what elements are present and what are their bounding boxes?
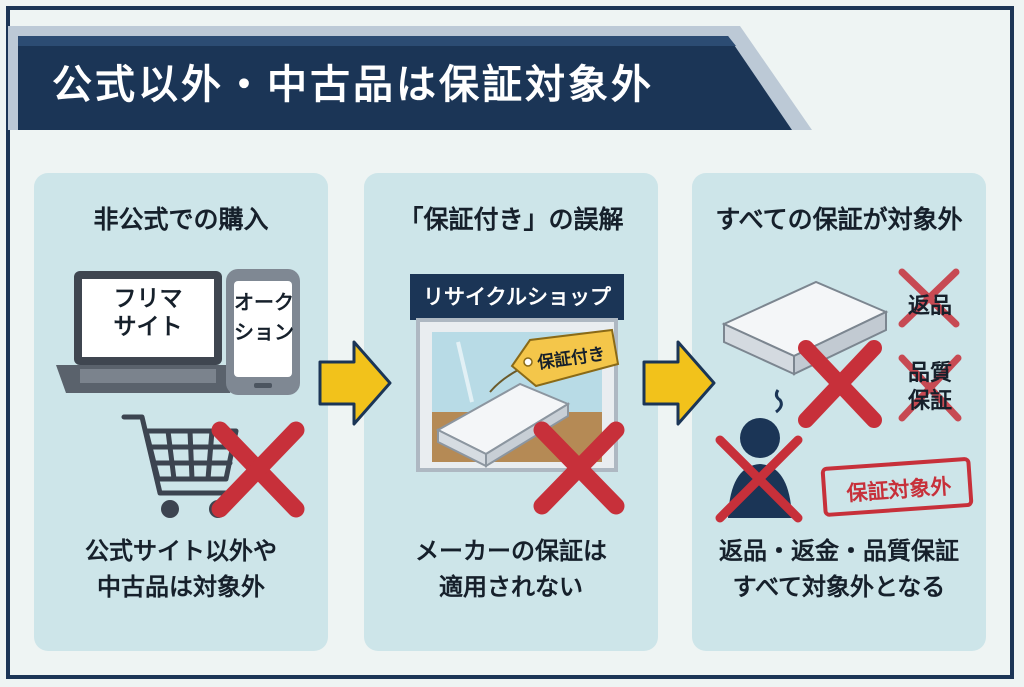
panel-2-illustration	[410, 274, 625, 515]
title-banner	[8, 26, 812, 130]
laptop-label: フリマサイト	[113, 286, 183, 340]
item-return: 返品	[907, 294, 952, 319]
cross-icon	[898, 268, 962, 422]
shopping-cart-icon	[121, 414, 239, 496]
price-tag-icon	[489, 328, 620, 393]
page-title: 公式以外・中古品は保証対象外	[52, 62, 654, 108]
cross-icon	[798, 340, 882, 428]
laptop-icon	[56, 271, 240, 393]
panel-1-illustration	[56, 269, 305, 518]
cross-icon	[211, 421, 305, 518]
panel-all-warranty-void	[692, 173, 986, 651]
stamp-icon	[820, 457, 974, 517]
worried-person-icon	[728, 389, 792, 518]
arrow-right-icon	[318, 340, 392, 426]
mattress-icon	[435, 382, 571, 468]
smartphone-icon	[226, 269, 300, 395]
panel-2-caption: メーカーの保証は適用されない	[415, 537, 607, 601]
panel-3-heading: すべての保証が対象外	[715, 205, 963, 234]
panel-1-heading: 非公式での購入	[93, 205, 269, 234]
cross-icon	[715, 435, 803, 523]
cross-icon	[533, 421, 625, 515]
arrow-right-icon	[642, 340, 716, 426]
item-quality-warranty: 品質保証	[907, 361, 952, 414]
panel-2-heading: 「保証付き」の誤解	[398, 205, 624, 234]
shop-sign: リサイクルショップ	[423, 285, 611, 309]
panel-3-caption: 返品・返金・品質保証すべて対象外となる	[719, 537, 959, 601]
panel-3-illustration	[715, 268, 974, 523]
phone-label: オークション	[234, 290, 294, 344]
panel-1-caption: 公式サイト以外や中古品は対象外	[85, 537, 277, 601]
panel-unofficial-purchase	[34, 173, 328, 651]
